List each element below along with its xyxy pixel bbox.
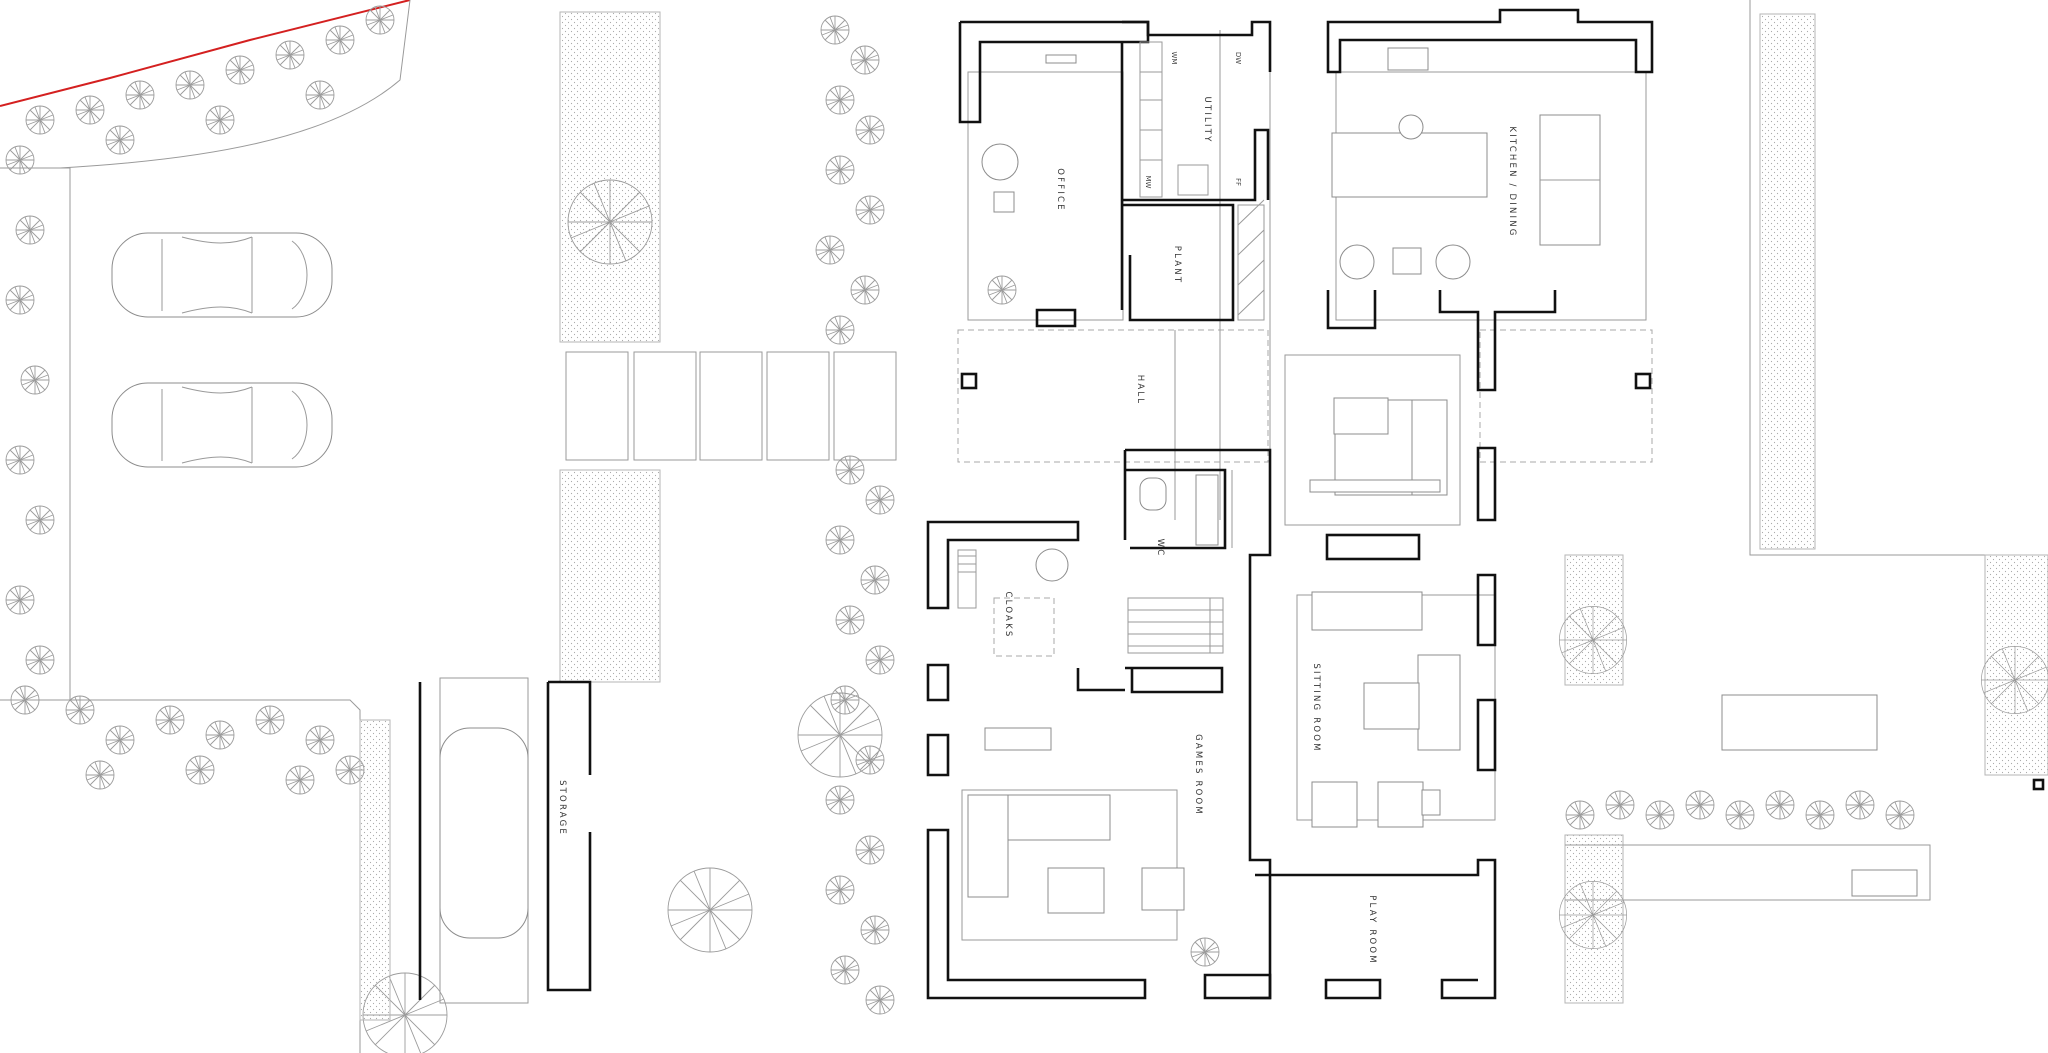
planting-bed-far-right [1984,554,2048,776]
room-label-wc: WC [1155,539,1165,558]
garden-planting-row [1565,790,1915,830]
storage-walls [418,680,592,1000]
storage-car [439,727,529,939]
tree-feature-storage [667,867,753,953]
lawn-edge [59,0,411,169]
planting-bed-right-lower [1564,834,1624,1004]
room-label-cloaks: CLOAKS [1003,592,1013,639]
planting-top-left [5,5,395,715]
appliance-label-ff: FF [1234,178,1242,186]
tree-feature-left [567,179,653,265]
parked-car-top [111,232,333,318]
room-label-play-room: PLAY ROOM [1367,895,1377,965]
planting-lower-left [65,695,365,795]
paving-strip-right [1759,13,1816,550]
hall-stairs [1127,597,1224,654]
outdoor-kitchen-counter [1565,844,1931,901]
room-label-sitting-room: SITTING ROOM [1311,663,1321,752]
office-furniture [981,54,1077,305]
parked-car-middle [111,382,333,468]
paving-strip-upper [559,11,661,343]
room-label-games-room: GAMES ROOM [1193,734,1203,816]
utility-counter [1139,41,1265,321]
patio-edge [1749,0,2048,556]
room-label-utility: UTILITY [1202,97,1212,144]
site-boundary-line [0,0,411,107]
room-label-storage: STORAGE [557,780,567,836]
room-label-office: OFFICE [1055,168,1065,211]
tree-feature-right-2 [1559,881,1627,949]
appliance-label-wm: WM [1170,52,1178,65]
planting-bed-storage [359,719,391,1021]
tree-feature-right-1 [1559,606,1627,674]
room-label-plant: PLANT [1172,246,1182,284]
cloaks-furniture [957,548,1069,657]
house-walls [926,8,1654,1000]
games-room-furniture [967,727,1220,967]
planting-column-house-left [815,15,895,1015]
garden-dining-table [1721,694,1878,751]
kitchen-furniture [1331,47,1601,280]
pillar-far-right [2032,778,2045,791]
paving-slabs [565,351,897,461]
room-label-hall: HALL [1135,375,1145,405]
sitting-room-furniture [1309,397,1461,828]
tree-feature-games-room [797,692,883,778]
room-label-kitchen-dining: KITCHEN / DINING [1507,126,1517,237]
paving-strip-lower [559,469,661,683]
planting-bed-right-small [1564,554,1624,686]
outdoor-hob [1851,869,1918,897]
lawn-edge-lower [70,699,361,1053]
house-internal-lines [957,30,1653,941]
driveway-edge [0,167,71,701]
appliance-label-dw: DW [1234,52,1242,64]
appliance-label-mw: MW [1144,176,1152,189]
wc-furniture [1139,470,1233,548]
